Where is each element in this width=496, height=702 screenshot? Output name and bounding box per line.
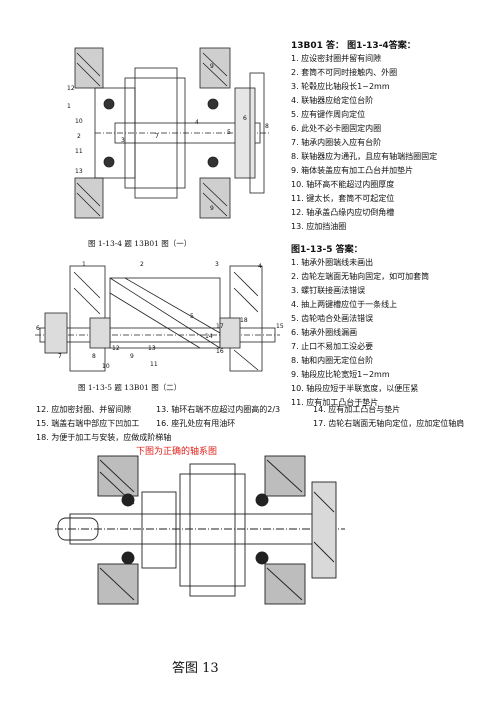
list-item: 7. 轴承内圈装入应有台阶 <box>291 138 382 147</box>
list-item: 11. 键太长，套筒不可起定位 <box>291 194 395 203</box>
svg-text:7: 7 <box>155 133 159 140</box>
svg-text:5: 5 <box>227 129 231 136</box>
correct-shaft-drawing <box>55 455 345 605</box>
svg-text:1: 1 <box>67 103 71 110</box>
figure-1-13-4-drawing: 12 1 10 2 11 13 3 7 4 5 6 8 9 9 <box>67 47 270 219</box>
list-item: 8. 轴和内圈无定位台阶 <box>291 356 374 365</box>
svg-text:14: 14 <box>205 333 213 340</box>
svg-text:7: 7 <box>58 353 62 360</box>
svg-text:6: 6 <box>36 325 40 332</box>
list-item: 10. 轴段应短于半联宽度，以便压紧 <box>291 384 419 393</box>
svg-text:9: 9 <box>210 63 214 70</box>
list-item: 15. 端盖右端中部应下凹加工 <box>36 419 140 428</box>
list-item: 4. 抽上两键槽应位于一条线上 <box>291 300 398 309</box>
list-item: 7. 止口不易加工没必要 <box>291 342 374 351</box>
svg-text:17: 17 <box>216 323 224 330</box>
fig2-caption: 图 1-13-5 题 13B01 图（二） <box>78 383 182 392</box>
list-item: 16. 座孔处应有甩油环 <box>156 419 236 428</box>
svg-text:2: 2 <box>77 133 81 140</box>
svg-text:4: 4 <box>258 263 262 270</box>
list-item: 10. 轴环高不能超过内圈厚度 <box>291 180 395 189</box>
svg-text:4: 4 <box>195 119 199 126</box>
list-item: 13. 应加挡油圈 <box>291 222 347 231</box>
list-item: 13. 轴环右端不应超过内圈高的2/3 <box>156 405 281 414</box>
list-item: 5. 应有键作周向定位 <box>291 110 366 119</box>
section2-heading: 图1-13-5 答案： <box>291 245 363 255</box>
svg-text:3: 3 <box>121 137 125 144</box>
list-item: 1. 应设密封圈并留有间隙 <box>291 54 382 63</box>
list-item: 17. 齿轮右端面无轴向定位，应加定位轴肩 <box>313 419 465 428</box>
list-item: 3. 轮毂应比轴段长1~2mm <box>291 82 390 91</box>
svg-text:11: 11 <box>150 361 158 368</box>
svg-text:8: 8 <box>92 353 96 360</box>
list-item: 6. 此处不必卡圈固定内圈 <box>291 124 382 133</box>
figure-1-13-5-drawing: 1 2 3 4 5 6 7 8 9 10 11 12 13 14 15 16 1… <box>35 261 284 372</box>
correct-diagram-caption: 下图为正确的轴系图 <box>136 447 218 457</box>
section1-heading: 13B01 答： 图1-13-4答案： <box>291 41 416 51</box>
list-item: 4. 联轴器应给定位台阶 <box>291 96 374 105</box>
svg-text:10: 10 <box>102 363 110 370</box>
fig1-label: 12 <box>67 85 75 92</box>
list-item: 12. 轴承盖凸缘内应切倒角槽 <box>291 208 395 217</box>
list-item: 3. 螺钉联接画法错误 <box>291 286 366 295</box>
svg-text:5: 5 <box>190 313 194 320</box>
svg-text:13: 13 <box>75 168 83 175</box>
svg-text:2: 2 <box>140 261 144 268</box>
svg-text:12: 12 <box>112 345 120 352</box>
list-item: 1. 轴承外圈端线未画出 <box>291 258 374 267</box>
svg-text:11: 11 <box>75 148 83 155</box>
list-item: 5. 齿轮啮合处画法错误 <box>291 314 374 323</box>
svg-text:15: 15 <box>276 323 284 330</box>
list-item: 9. 轴段应比轮宽短1~2mm <box>291 370 390 379</box>
list-item: 6. 轴承外圈线漏画 <box>291 328 358 337</box>
svg-text:18: 18 <box>240 317 248 324</box>
list-item: 2. 齿轮左端面无轴向固定，如可加套筒 <box>291 272 430 281</box>
svg-text:10: 10 <box>75 118 83 125</box>
svg-text:6: 6 <box>243 115 247 122</box>
svg-text:16: 16 <box>216 348 224 355</box>
list-item: 12. 应加密封圈、并留间隙 <box>36 405 132 414</box>
fig1-caption: 图 1-13-4 题 13B01 图（一） <box>88 239 192 248</box>
svg-text:9: 9 <box>210 205 214 212</box>
svg-text:8: 8 <box>265 123 269 130</box>
list-item: 14. 应有加工凸台与垫片 <box>313 405 401 414</box>
answer-figure-label: 答图 13 <box>172 661 219 676</box>
list-item: 9. 箱体装盖应有加工凸台并加垫片 <box>291 166 414 175</box>
list-item: 18. 为便于加工与安装，应做成阶梯轴 <box>36 433 172 442</box>
list-item: 8. 联轴器应为通孔，且应有轴端挡圈固定 <box>291 152 438 161</box>
svg-text:13: 13 <box>148 345 156 352</box>
list-item: 2. 套筒不可同时接触内、外圈 <box>291 68 398 77</box>
svg-text:9: 9 <box>130 353 134 360</box>
list-item: 11. 应有加工凸台于垫片 <box>291 398 379 407</box>
svg-text:1: 1 <box>82 261 86 268</box>
svg-text:3: 3 <box>215 261 219 268</box>
